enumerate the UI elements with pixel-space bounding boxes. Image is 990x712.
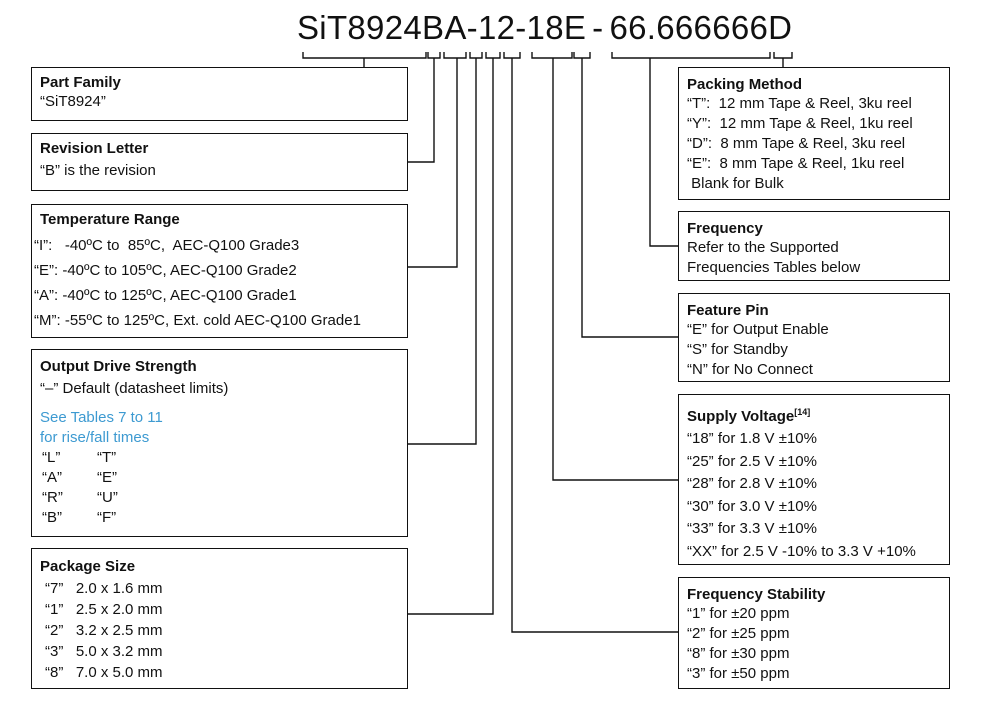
pn-package-stability: 12 (477, 9, 516, 46)
drive-pair-row: “A” “E” (40, 468, 399, 488)
package-option: “7” 2.0 x 1.6 mm (45, 580, 163, 597)
drive-code: “F” (97, 509, 117, 526)
voltage-option: “28” for 2.8 V ±10% (687, 475, 817, 492)
drive-code: “U” (97, 489, 118, 506)
stability-option: “3” for ±50 ppm (687, 665, 790, 682)
connector-voltage (531, 52, 678, 481)
feature-pin-option: “E” for Output Enable (687, 321, 829, 338)
pn-packing: D (768, 9, 793, 46)
feature-pin-box: Feature Pin “E” for Output Enable “S” fo… (678, 293, 950, 382)
drive-code: “L” (42, 449, 61, 466)
output-drive-note-1: See Tables 7 to 11 (40, 409, 163, 426)
feature-pin-option: “N” for No Connect (687, 361, 813, 378)
packing-option: “Y”: 12 mm Tape & Reel, 1ku reel (687, 115, 913, 132)
supply-voltage-title-text: Supply Voltage (687, 408, 795, 425)
revision-letter-box: Revision Letter “B” is the revision (31, 133, 408, 191)
drive-pair-row: “R” “U” (40, 488, 399, 508)
output-drive-strength-box: Output Drive Strength “–” Default (datas… (31, 349, 408, 537)
drive-code: “E” (97, 469, 117, 486)
drive-code: “A” (42, 469, 62, 486)
part-family-value: “SiT8924” (40, 93, 106, 110)
drive-code: “B” (42, 509, 62, 526)
package-option: “1” 2.5 x 2.0 mm (45, 601, 163, 618)
part-family-box: Part Family “SiT8924” (31, 67, 408, 121)
frequency-stability-box: Frequency Stability “1” for ±20 ppm “2” … (678, 577, 950, 689)
connector-packing (773, 52, 793, 67)
pn-feature-pin: E (563, 9, 587, 46)
packing-method-box: Packing Method “T”: 12 mm Tape & Reel, 3… (678, 67, 950, 200)
output-drive-note-2: for rise/fall times (40, 429, 150, 446)
feature-pin-option: “S” for Standby (687, 341, 788, 358)
package-option: “3” 5.0 x 3.2 mm (45, 643, 163, 660)
feature-pin-title: Feature Pin (687, 302, 769, 319)
stability-option: “2” for ±25 ppm (687, 625, 790, 642)
part-family-title: Part Family (40, 74, 121, 91)
packing-option: Blank for Bulk (687, 175, 784, 192)
revision-letter-value: “B” is the revision (40, 162, 156, 179)
package-size-box: Package Size “7” 2.0 x 1.6 mm “1” 2.5 x … (31, 548, 408, 689)
packing-option: “T”: 12 mm Tape & Reel, 3ku reel (687, 95, 912, 112)
connector-stability (503, 52, 678, 633)
supply-voltage-title: Supply Voltage[14] (687, 403, 941, 426)
pn-family: SiT8924 (297, 9, 423, 46)
output-drive-default: “–” Default (datasheet limits) (40, 380, 229, 397)
frequency-line: Refer to the Supported (687, 239, 839, 256)
supply-voltage-footnote: [14] (794, 407, 811, 417)
connector-temperature (408, 52, 467, 268)
package-size-title: Package Size (40, 558, 136, 575)
part-number: SiT8924BA-12-18E-66.666666D (297, 6, 792, 50)
connector-package (408, 52, 501, 615)
frequency-box: Frequency Refer to the Supported Frequen… (678, 211, 950, 281)
voltage-option: “33” for 3.3 V ±10% (687, 520, 817, 537)
pn-temperature: A (444, 9, 467, 46)
pn-voltage: 18 (526, 9, 564, 46)
connector-revision (408, 52, 441, 163)
temperature-option-a: “A”: -40ºC to 125ºC, AEC-Q100 Grade1 (34, 287, 297, 304)
pn-dash-2: - (592, 9, 604, 46)
drive-code: “R” (42, 489, 63, 506)
package-option: “8” 7.0 x 5.0 mm (45, 664, 163, 681)
drive-code: “T” (97, 449, 117, 466)
supply-voltage-box: Supply Voltage[14] “18” for 1.8 V ±10% “… (678, 394, 950, 565)
temperature-range-box: Temperature Range “I”: -40ºC to 85ºC, AE… (31, 204, 408, 338)
package-option: “2” 3.2 x 2.5 mm (45, 622, 163, 639)
packing-option: “D”: 8 mm Tape & Reel, 3ku reel (687, 135, 906, 152)
revision-letter-title: Revision Letter (40, 140, 149, 157)
pn-frequency: 66.666666 (609, 9, 769, 46)
connector-drive (408, 52, 483, 445)
stability-option: “8” for ±30 ppm (687, 645, 790, 662)
connector-frequency (611, 52, 771, 247)
temperature-option-m: “M”: -55ºC to 125ºC, Ext. cold AEC-Q100 … (34, 312, 361, 329)
packing-option: “E”: 8 mm Tape & Reel, 1ku reel (687, 155, 905, 172)
frequency-title: Frequency (687, 220, 763, 237)
voltage-option: “XX” for 2.5 V -10% to 3.3 V +10% (687, 542, 916, 560)
stability-option: “1” for ±20 ppm (687, 605, 790, 622)
voltage-option: “18” for 1.8 V ±10% (687, 430, 817, 447)
voltage-option: “30” for 3.0 V ±10% (687, 497, 817, 515)
frequency-line: Frequencies Tables below (687, 259, 861, 276)
drive-pair-row: “B” “F” (40, 508, 399, 528)
frequency-stability-title: Frequency Stability (687, 586, 826, 603)
output-drive-title: Output Drive Strength (40, 358, 197, 375)
bracket-part-family (302, 52, 427, 67)
pn-revision: B (422, 9, 445, 46)
connector-feature (573, 52, 678, 338)
temperature-range-title: Temperature Range (40, 211, 180, 228)
pn-dash: - (515, 9, 527, 46)
temperature-option-e: “E”: -40ºC to 105ºC, AEC-Q100 Grade2 (34, 262, 297, 279)
temperature-option-i: “I”: -40ºC to 85ºC, AEC-Q100 Grade3 (34, 237, 300, 254)
drive-pair-row: “L” “T” (40, 448, 399, 468)
packing-method-title: Packing Method (687, 76, 803, 93)
voltage-option: “25” for 2.5 V ±10% (687, 452, 817, 470)
pn-dash-drive: - (466, 9, 478, 46)
